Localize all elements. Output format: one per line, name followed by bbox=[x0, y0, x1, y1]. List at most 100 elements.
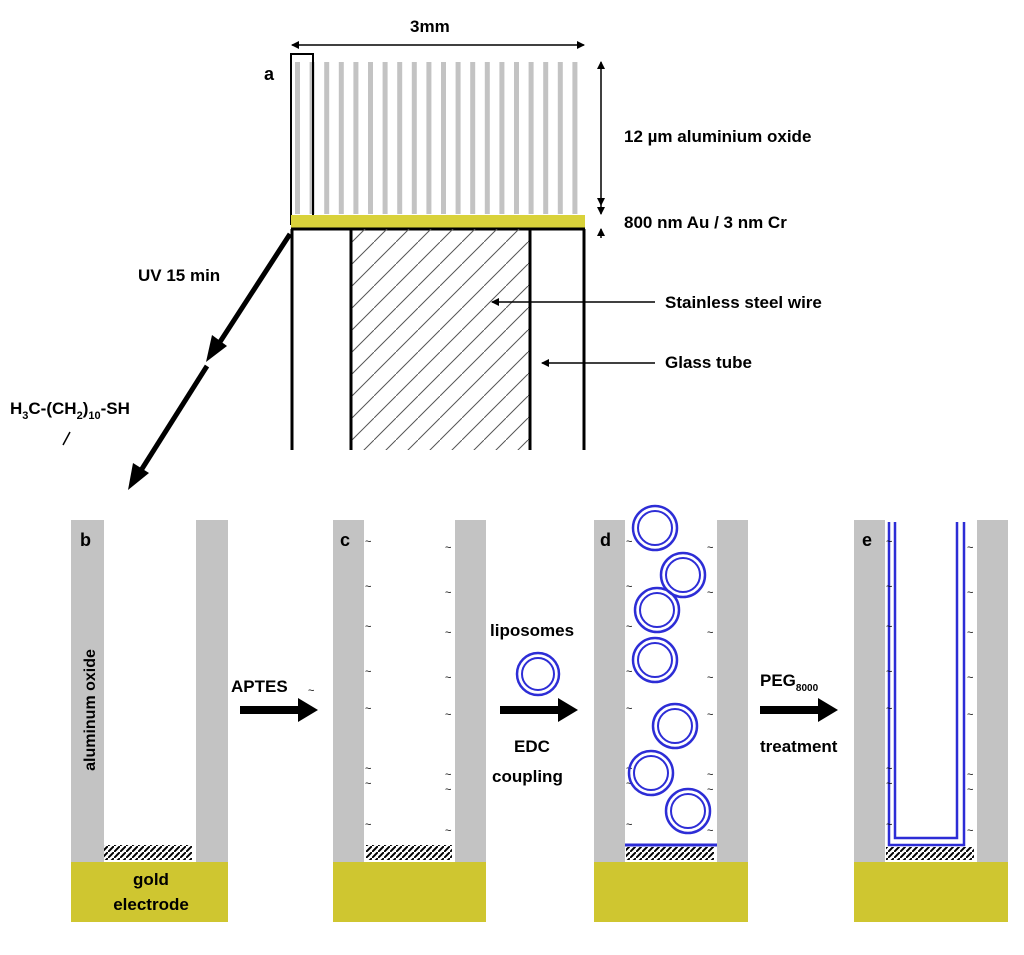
edc-arrow-head bbox=[558, 698, 578, 722]
panel-e-letter: e bbox=[862, 530, 872, 550]
liposome-inner bbox=[639, 592, 675, 628]
panel-d-gold-electrode bbox=[594, 862, 748, 922]
panel-b-gold-electrode bbox=[71, 862, 228, 922]
aptes-squiggle: ~ bbox=[967, 825, 973, 837]
aptes-squiggle: ~ bbox=[967, 769, 973, 781]
aptes-squiggle: ~ bbox=[886, 621, 892, 633]
aptes-squiggle: ~ bbox=[886, 581, 892, 593]
panel-b-thiol-layer bbox=[104, 845, 192, 860]
panel-e-oxide-left bbox=[854, 520, 885, 864]
aptes-squiggle: ~ bbox=[445, 627, 451, 639]
aptes-squiggle: ~ bbox=[626, 703, 632, 715]
panel-c-aptes-groups: ~~~~~~~~~~~~~~~~ bbox=[365, 536, 451, 837]
process-arrows: UV 15 min H3C-(CH2)10-SH bbox=[10, 232, 293, 490]
edc-label: EDC bbox=[514, 737, 550, 756]
liposome-outer bbox=[651, 702, 699, 750]
panel-c-thiol-layer bbox=[366, 845, 452, 860]
oxide-pores bbox=[295, 62, 578, 214]
panel-e: e ~~~~~~~~~~~~~~~~ bbox=[854, 520, 1008, 922]
aptes-squiggle: ~ bbox=[707, 784, 713, 796]
liposome-outer bbox=[627, 749, 675, 797]
aptes-squiggle: ~ bbox=[445, 784, 451, 796]
panel-d-thiol-layer bbox=[626, 847, 714, 860]
liposomes-label: liposomes bbox=[490, 621, 574, 640]
aptes-squiggle: ~ bbox=[967, 587, 973, 599]
liposome-outer bbox=[633, 586, 681, 634]
oxide-pore bbox=[572, 62, 578, 214]
thiol-arrow-shaft bbox=[137, 364, 210, 474]
aptes-squiggle: ~ bbox=[626, 581, 632, 593]
oxide-pore bbox=[397, 62, 403, 214]
liposome-icon-inner bbox=[521, 657, 555, 691]
panel-e-gold-electrode bbox=[854, 862, 1008, 922]
oxide-pore bbox=[324, 62, 330, 214]
oxide-pore bbox=[338, 62, 344, 214]
aptes-squiggle: ~ bbox=[886, 666, 892, 678]
peg-formula: PEG8000 bbox=[760, 671, 819, 694]
oxide-pore bbox=[557, 62, 563, 214]
liposome-inner bbox=[637, 510, 673, 546]
aptes-squiggle: ~ bbox=[707, 769, 713, 781]
aptes-squiggle: ~ bbox=[967, 627, 973, 639]
panel-c-oxide-right bbox=[455, 520, 486, 864]
oxide-label: 12 µm aluminium oxide bbox=[624, 127, 811, 146]
aptes-squiggle: ~ bbox=[626, 819, 632, 831]
panel-d-liposomes bbox=[627, 504, 712, 835]
oxide-pore bbox=[353, 62, 359, 214]
treatment-label: treatment bbox=[760, 737, 838, 756]
oxide-pore bbox=[441, 62, 446, 214]
aptes-squiggle: ~ bbox=[886, 778, 892, 790]
stainless-steel-wire bbox=[351, 229, 530, 450]
aptes-squiggle: ~ bbox=[886, 536, 892, 548]
aptes-squiggle: ~ bbox=[707, 672, 713, 684]
aptes-squiggle: ~ bbox=[365, 763, 371, 775]
oxide-pore bbox=[455, 62, 461, 214]
uv-label: UV 15 min bbox=[138, 266, 220, 285]
gold-label-line2: electrode bbox=[113, 895, 189, 914]
gold-layer bbox=[291, 215, 585, 228]
aptes-squiggle: ~ bbox=[967, 672, 973, 684]
panel-e-thiol-layer bbox=[886, 847, 974, 860]
aptes-squiggle: ~ bbox=[967, 784, 973, 796]
liposome-inner bbox=[637, 642, 673, 678]
aptes-squiggle: ~ bbox=[626, 666, 632, 678]
aptes-squiggle: ~ bbox=[626, 536, 632, 548]
step-peg: PEG8000 treatment bbox=[760, 671, 838, 756]
liposome-inner bbox=[665, 557, 701, 593]
panel-d-aptes-groups: ~~~~~~~~~~~~~~~~ bbox=[626, 536, 713, 837]
liposome-inner bbox=[657, 708, 693, 744]
aptes-squiggle: ~ bbox=[445, 542, 451, 554]
panel-e-oxide-right bbox=[977, 520, 1008, 864]
panel-c-letter: c bbox=[340, 530, 350, 550]
liposome-outer bbox=[664, 787, 712, 835]
panel-a: a 3mm 12 µm aluminium oxide 800 nm Au / … bbox=[264, 17, 822, 450]
uv-arrow-head bbox=[206, 335, 227, 362]
thiol-tick-mark bbox=[62, 431, 71, 446]
thiol-arrow-head bbox=[128, 463, 149, 490]
step-edc: liposomes EDC coupling bbox=[490, 621, 578, 786]
liposome-outer bbox=[631, 636, 679, 684]
aptes-label: APTES bbox=[231, 677, 288, 696]
aptes-squiggle: ~ bbox=[626, 778, 632, 790]
panel-c-gold-electrode bbox=[333, 862, 486, 922]
aptes-squiggle: ~ bbox=[626, 621, 632, 633]
wire-label: Stainless steel wire bbox=[665, 293, 822, 312]
panel-c-oxide-left bbox=[333, 520, 364, 864]
panel-e-aptes-groups: ~~~~~~~~~~~~~~~~ bbox=[886, 536, 973, 837]
aptes-squiggle: ~ bbox=[707, 627, 713, 639]
aptes-squiggle: ~ bbox=[445, 672, 451, 684]
panel-b-letter: b bbox=[80, 530, 91, 550]
aptes-squiggle: ~ bbox=[886, 819, 892, 831]
oxide-pore bbox=[470, 62, 476, 214]
oxide-pore bbox=[528, 62, 534, 214]
aptes-squiggle: ~ bbox=[967, 709, 973, 721]
oxide-pore bbox=[382, 62, 388, 214]
aptes-squiggle: ~ bbox=[707, 709, 713, 721]
oxide-pore bbox=[411, 62, 417, 214]
liposome-outer bbox=[631, 504, 679, 552]
oxide-pore bbox=[426, 62, 432, 214]
aptes-squiggle: ~ bbox=[445, 825, 451, 837]
oxide-pore bbox=[514, 62, 519, 214]
